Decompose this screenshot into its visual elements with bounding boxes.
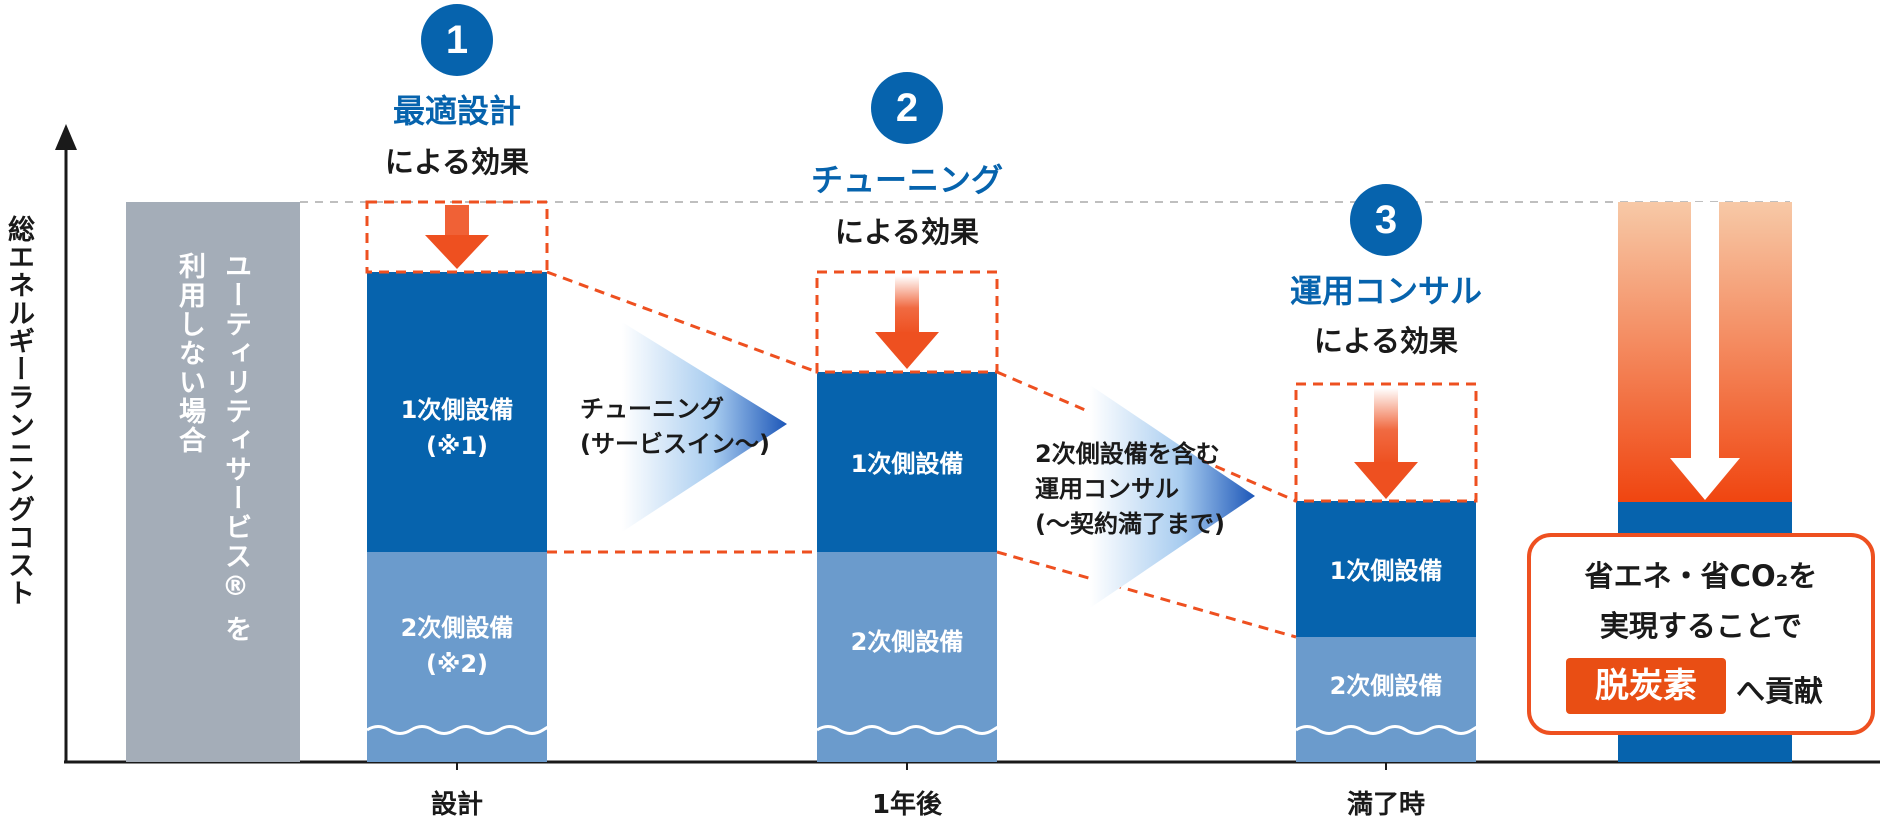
xtick-label-expiry: 満了時 <box>1346 790 1425 820</box>
bar2-secondary-label: 2次側設備 <box>850 628 964 656</box>
bar1-break-wave <box>366 725 552 735</box>
bar1-secondary-label: 2次側設備 (※2) <box>367 610 547 682</box>
bar2-arrow-head <box>875 332 939 369</box>
transition-1-triangle <box>622 322 787 532</box>
bar3-break-wave <box>1295 725 1481 735</box>
bar1-arrow-head <box>425 235 489 269</box>
connector-1-top <box>546 270 818 374</box>
bar1-primary-label-line1: 1次側設備 <box>400 396 514 424</box>
y-axis-arrow <box>55 124 77 150</box>
transition-2-triangle <box>1090 385 1255 608</box>
bar4-arrow-head <box>1670 458 1740 500</box>
bar2-arrow-shaft <box>895 276 919 334</box>
callout-line2: 実現することで <box>1599 609 1803 643</box>
bar1-primary-label-line2: (※1) <box>426 432 488 460</box>
bar3-secondary-label: 2次側設備 <box>1329 672 1443 700</box>
bar2-break-wave <box>816 725 1002 735</box>
bar2-primary-label: 1次側設備 <box>850 450 964 478</box>
step1-subtitle: による効果 <box>384 145 530 179</box>
step1-title: 最適設計 <box>392 92 521 130</box>
y-axis-label: 総エネルギーランニングコスト <box>3 215 34 607</box>
step3-title: 運用コンサル <box>1289 272 1482 310</box>
bar1-secondary-label-line2: (※2) <box>426 650 488 678</box>
callout-line3: へ貢献 <box>1736 674 1824 708</box>
transition-1-line2: (サービスイン〜) <box>580 430 770 458</box>
bar3-arrow-shaft <box>1374 388 1398 464</box>
callout-highlight-badge: 脱炭素 <box>1566 658 1726 714</box>
bar3-reduction-box <box>1294 382 1478 503</box>
connector-2-bottom <box>996 550 1297 639</box>
transition-1-line1: チューニング <box>580 395 724 423</box>
step3-subtitle: による効果 <box>1313 324 1459 358</box>
step2-subtitle: による効果 <box>834 215 980 249</box>
bar3-primary-label: 1次側設備 <box>1329 557 1443 585</box>
bar1-reduction-box <box>365 200 549 274</box>
baseline-bar-label-col1: ユーティリティサービス® を <box>220 252 251 645</box>
bar1-secondary-label-line1: 2次側設備 <box>400 614 514 642</box>
step2-number-badge: 2 <box>871 72 943 144</box>
bar3-secondary <box>1296 637 1476 762</box>
transition-2-line3: (〜契約満了まで) <box>1035 510 1225 538</box>
callout-line1: 省エネ・省CO₂を <box>1584 559 1818 593</box>
transition-2-line2: 運用コンサル <box>1035 475 1179 503</box>
xtick-label-1year: 1年後 <box>871 790 943 820</box>
bar3-arrow-head <box>1354 462 1418 499</box>
xtick-label-design: 設計 <box>430 790 483 820</box>
bar3-primary <box>1296 501 1476 637</box>
bar2-reduction-box <box>815 270 999 374</box>
bar1-arrow-shaft <box>445 205 469 237</box>
transition-2-label: 2次側設備を含む 運用コンサル (〜契約満了まで) <box>1035 437 1225 542</box>
bar2-primary <box>817 372 997 552</box>
baseline-bar-label-col2: 利用しない場合 <box>174 252 205 455</box>
bar4-arrow-shaft <box>1691 202 1719 460</box>
bar1-primary-label: 1次側設備 (※1) <box>367 392 547 464</box>
bar1-primary <box>367 272 547 552</box>
step2-title: チューニング <box>810 161 1003 199</box>
transition-1-label: チューニング (サービスイン〜) <box>580 392 770 462</box>
step1-number-badge: 1 <box>421 4 493 76</box>
baseline-bar <box>126 202 300 762</box>
step3-number-badge: 3 <box>1350 184 1422 256</box>
transition-2-line1: 2次側設備を含む <box>1035 440 1220 468</box>
decarbonization-callout: 省エネ・省CO₂を 実現することで 脱炭素 へ貢献 <box>1527 533 1875 735</box>
